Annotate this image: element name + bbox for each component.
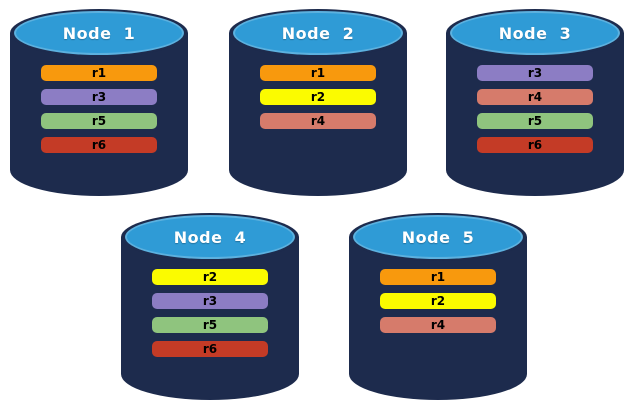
node-cylinder-1: Node 1 r1 r3 r5 r6 [10, 9, 188, 196]
replica-bar-r2: r2 [152, 269, 268, 285]
node-cylinder-3: Node 3 r3 r4 r5 r6 [446, 9, 624, 196]
replica-bars: r1 r2 r4 [380, 269, 496, 341]
node-title: Node 1 [62, 23, 136, 43]
replica-bar-r6: r6 [477, 137, 593, 153]
cylinder-top-ellipse [450, 11, 620, 55]
replica-bar-r1: r1 [380, 269, 496, 285]
replica-bars: r1 r2 r4 [260, 65, 376, 137]
cylinder-top-ellipse [353, 215, 523, 259]
replica-bar-r5: r5 [152, 317, 268, 333]
node-title: Node 2 [281, 23, 355, 43]
cylinder-top-ellipse [233, 11, 403, 55]
replica-bar-r6: r6 [152, 341, 268, 357]
replica-bar-r3: r3 [152, 293, 268, 309]
replica-bar-r4: r4 [260, 113, 376, 129]
cylinder-top-ellipse [125, 215, 295, 259]
replica-bar-r4: r4 [380, 317, 496, 333]
replica-bar-r5: r5 [477, 113, 593, 129]
replica-bars: r1 r3 r5 r6 [41, 65, 157, 161]
replica-bar-r3: r3 [477, 65, 593, 81]
node-cylinder-4: Node 4 r2 r3 r5 r6 [121, 213, 299, 400]
replica-bar-r6: r6 [41, 137, 157, 153]
cylinder-top-ellipse [14, 11, 184, 55]
replica-bar-r1: r1 [260, 65, 376, 81]
replica-bar-r3: r3 [41, 89, 157, 105]
replica-bar-r1: r1 [41, 65, 157, 81]
replica-bar-r4: r4 [477, 89, 593, 105]
node-cylinder-5: Node 5 r1 r2 r4 [349, 213, 527, 400]
node-cylinder-2: Node 2 r1 r2 r4 [229, 9, 407, 196]
replica-bars: r3 r4 r5 r6 [477, 65, 593, 161]
replica-bar-r5: r5 [41, 113, 157, 129]
node-title: Node 4 [173, 227, 247, 247]
replica-bars: r2 r3 r5 r6 [152, 269, 268, 365]
node-title: Node 5 [401, 227, 475, 247]
replica-bar-r2: r2 [260, 89, 376, 105]
replica-bar-r2: r2 [380, 293, 496, 309]
node-title: Node 3 [498, 23, 572, 43]
